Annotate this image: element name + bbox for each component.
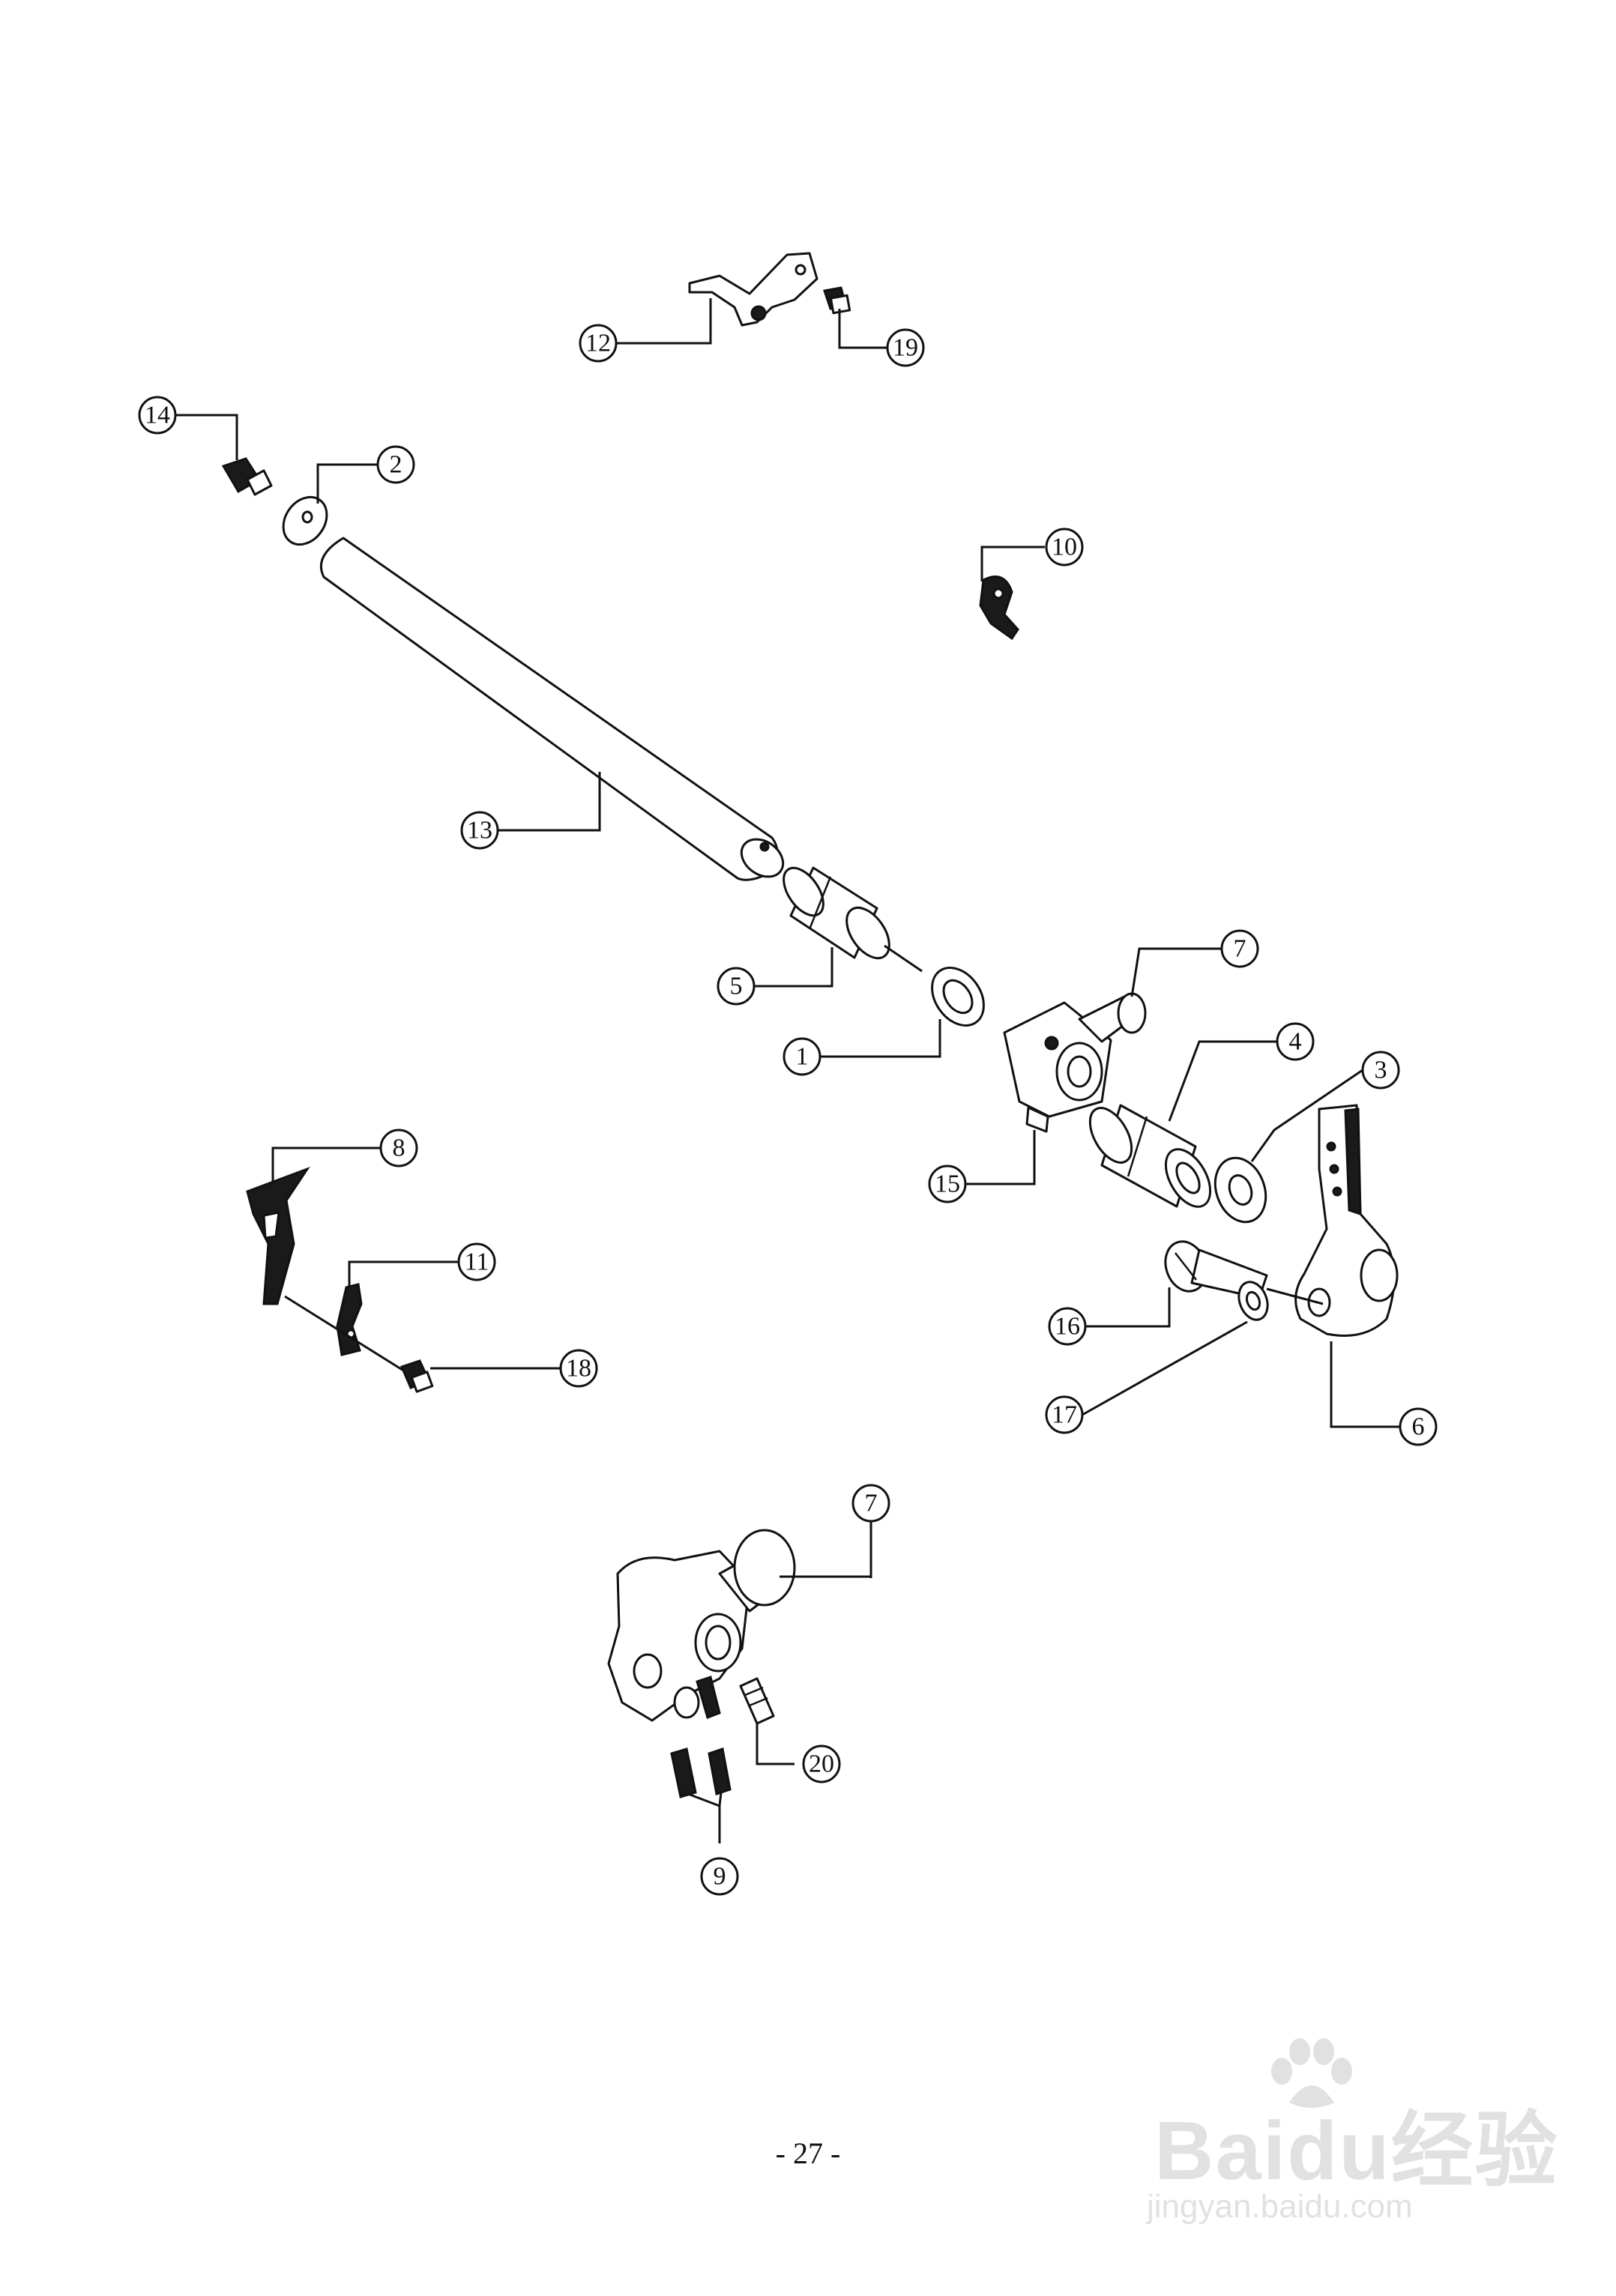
callout-20: 20 xyxy=(802,1744,841,1783)
part-11-bracket xyxy=(336,1283,363,1356)
callout-5: 5 xyxy=(717,967,756,1006)
callout-20-label: 20 xyxy=(809,1750,834,1778)
callout-10-label: 10 xyxy=(1052,534,1077,561)
part-8-guard xyxy=(246,1166,310,1305)
part-15-crank xyxy=(1003,992,1147,1133)
callout-4-label: 4 xyxy=(1289,1028,1302,1056)
callout-13: 13 xyxy=(460,811,499,850)
callout-16: 16 xyxy=(1048,1307,1087,1346)
lower-assembly-7 xyxy=(607,1529,796,1722)
part-10-lever xyxy=(979,575,1019,641)
callout-18: 18 xyxy=(559,1349,598,1388)
part-18-screw xyxy=(400,1359,434,1393)
callout-9-label: 9 xyxy=(714,1863,726,1891)
part-13-shaft xyxy=(319,537,785,881)
callout-9: 9 xyxy=(700,1857,739,1896)
part-19-screw xyxy=(823,286,851,315)
paw-logo-icon xyxy=(1271,2038,1352,2108)
callout-1: 1 xyxy=(783,1037,821,1076)
callout-13-label: 13 xyxy=(467,817,492,845)
part-6-holder xyxy=(1294,1104,1399,1337)
callout-2: 2 xyxy=(376,445,415,484)
leader-lines xyxy=(175,298,1400,1843)
callout-17: 17 xyxy=(1045,1395,1084,1434)
callout-7-lower: 7 xyxy=(851,1484,890,1523)
part-2-washer xyxy=(282,495,328,546)
callout-7-lower-label: 7 xyxy=(865,1490,878,1517)
callout-4: 4 xyxy=(1276,1022,1315,1061)
callout-19: 19 xyxy=(886,328,925,367)
part-17-washer xyxy=(1237,1281,1269,1321)
callout-11: 11 xyxy=(457,1242,496,1281)
callout-7-upper: 7 xyxy=(1220,929,1259,968)
callout-1-label: 1 xyxy=(796,1043,809,1071)
callout-6-label: 6 xyxy=(1412,1413,1425,1441)
part-14-screw xyxy=(221,457,273,496)
part-5-bushing xyxy=(783,866,890,960)
callout-7-upper-label: 7 xyxy=(1234,935,1246,963)
page-number: - 27 - xyxy=(775,2136,841,2170)
watermark-url: jingyan.baidu.com xyxy=(1147,2188,1413,2225)
callout-14-label: 14 xyxy=(145,402,170,429)
callout-15-label: 15 xyxy=(935,1170,960,1198)
callout-2-label: 2 xyxy=(390,451,403,479)
callout-12: 12 xyxy=(579,324,618,363)
callout-11-label: 11 xyxy=(465,1248,489,1276)
callout-8: 8 xyxy=(379,1129,418,1167)
callout-19-label: 19 xyxy=(893,334,918,362)
part-12-bracket xyxy=(688,252,818,327)
part-4-bushing xyxy=(1088,1104,1212,1208)
callout-6: 6 xyxy=(1399,1407,1438,1446)
callout-16-label: 16 xyxy=(1055,1313,1080,1341)
callout-3-label: 3 xyxy=(1375,1057,1387,1084)
callout-14: 14 xyxy=(138,396,177,435)
part-9-screws xyxy=(670,1747,732,1798)
part-3-washer xyxy=(1213,1156,1267,1224)
callout-12-label: 12 xyxy=(585,330,611,357)
callout-8-label: 8 xyxy=(393,1135,405,1162)
callout-3: 3 xyxy=(1361,1051,1400,1090)
baidu-watermark: Baidu经验 jingyan.baidu.com xyxy=(1139,2038,1559,2225)
callout-15: 15 xyxy=(928,1164,967,1203)
callout-10: 10 xyxy=(1045,528,1084,567)
callout-5-label: 5 xyxy=(730,973,743,1000)
part-1-washer xyxy=(931,967,985,1027)
watermark-brand: Baidu经验 xyxy=(1154,2105,1559,2197)
callout-18-label: 18 xyxy=(566,1355,591,1383)
part-20-screw xyxy=(739,1677,775,1725)
callout-17-label: 17 xyxy=(1052,1401,1077,1429)
